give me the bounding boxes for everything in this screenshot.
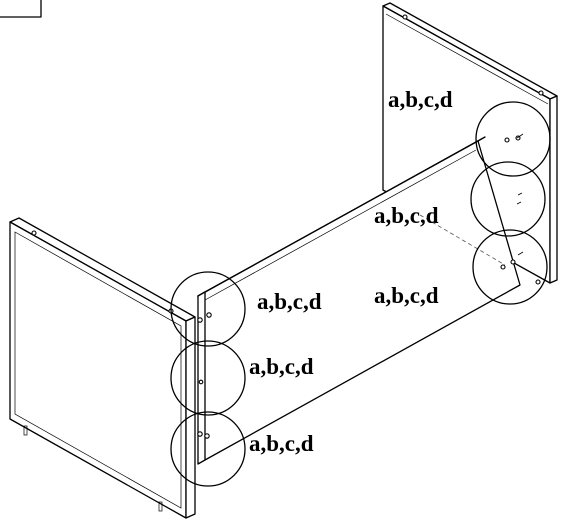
callout-label-right-top: a,b,c,d [388, 87, 453, 112]
callout-circle-left-top [170, 271, 246, 347]
left-panel [9, 217, 196, 519]
back-right-panel [382, 2, 558, 284]
callout-label-right-middle: a,b,c,d [374, 203, 439, 228]
callout-circle-left-bottom [170, 411, 246, 487]
callout-circle-right-middle [470, 161, 546, 237]
page-frame-corner [0, 0, 42, 18]
callout-label-right-bottom: a,b,c,d [374, 283, 439, 308]
callout-circles [170, 101, 551, 487]
callout-circle-left-middle [170, 340, 246, 416]
callout-circle-right-bottom [472, 229, 548, 305]
middle-panel [197, 133, 541, 465]
callout-label-left-middle: a,b,c,d [249, 354, 314, 379]
callout-circle-right-top [475, 101, 551, 177]
callout-label-left-bottom: a,b,c,d [249, 431, 314, 456]
callout-label-left-top: a,b,c,d [257, 289, 322, 314]
